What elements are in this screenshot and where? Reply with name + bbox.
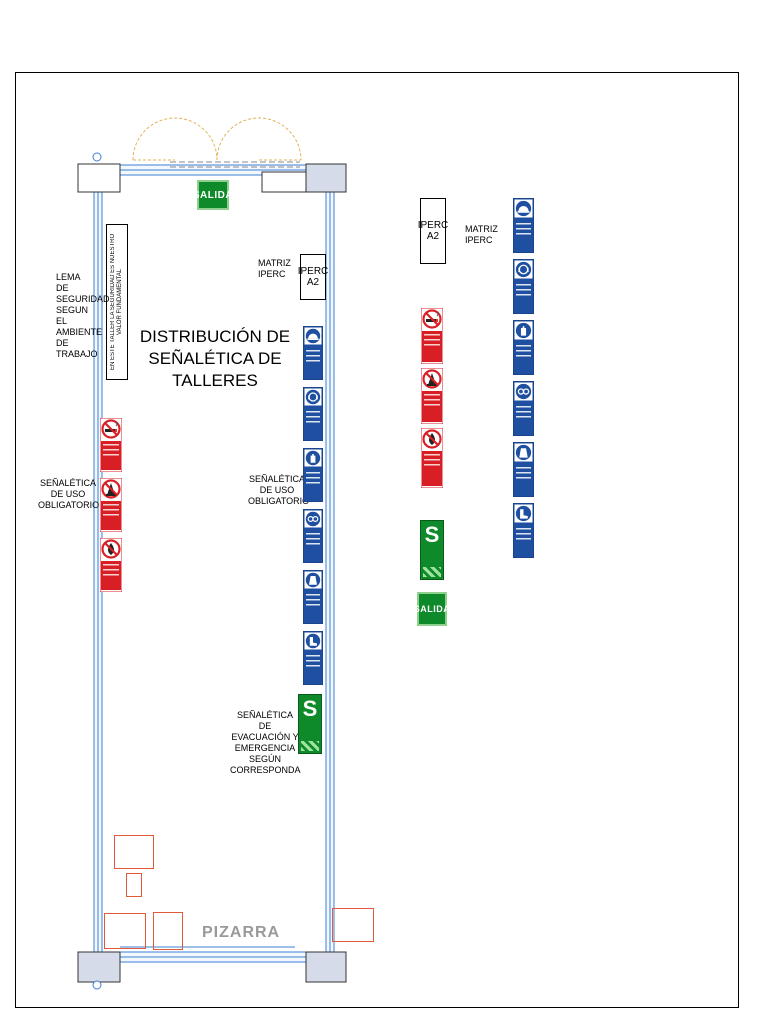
legend-ear-protection-sign: [513, 259, 534, 314]
furniture-outside: [332, 908, 374, 942]
corner-post-br: [305, 951, 347, 983]
legend-evac-letter: S: [424, 522, 440, 547]
no-flame-icon: [100, 538, 122, 592]
legend-no-fire-sign: [421, 368, 443, 424]
drawing-frame: [15, 72, 739, 1008]
legend-safety-boots-sign: [513, 503, 534, 558]
helmet-icon: [303, 326, 323, 380]
goggles-icon: [513, 381, 534, 436]
gloves-sign: [303, 448, 323, 502]
legend-no-flame-sign: [421, 428, 443, 488]
lema-banner: EN ESTE TALLER LA SEGURIDAD ES NUESTRO V…: [106, 224, 128, 380]
ear-protection-sign: [303, 387, 323, 441]
gloves-icon: [303, 448, 323, 502]
legend-mandatory-column: [513, 198, 534, 558]
page-title: DISTRIBUCIÓN DE SEÑALÉTICA DE TALLERES: [139, 327, 291, 390]
gloves-icon: [513, 320, 534, 375]
senaletica-right-label: SEÑALÉTICA DE USO OBLIGATORIO: [248, 474, 310, 506]
furniture-desk-1: [114, 835, 154, 869]
door-swings: [132, 117, 302, 161]
legend-evac-strip: [423, 567, 441, 577]
evac-strip: [301, 741, 319, 751]
matriz-legend-label: MATRIZ IPERC: [465, 224, 498, 245]
iperc-inner-board: IPERC A2: [298, 254, 328, 300]
no-smoking-icon: [100, 418, 122, 472]
helmet-icon: [513, 198, 534, 253]
no-fire-sign: [100, 478, 122, 532]
bottom-wall: [119, 946, 311, 963]
legend-evacuation-sign: S: [420, 520, 444, 580]
corner-post-bl: [77, 951, 121, 983]
furniture-chair: [126, 873, 142, 897]
legend-gloves-sign: [513, 320, 534, 375]
left-prohibition-column: [100, 418, 122, 592]
apron-icon: [303, 570, 323, 624]
evac-letter: S: [302, 696, 318, 721]
apron-icon: [513, 442, 534, 497]
pizarra-label: PIZARRA: [202, 924, 281, 941]
furniture-desk-3: [153, 912, 183, 950]
lema-label: LEMA DE SEGURIDAD SEGUN EL AMBIENTE DE T…: [56, 272, 110, 359]
salida-sign-top: SALIDA: [193, 180, 233, 210]
legend-apron-sign: [513, 442, 534, 497]
no-fire-icon: [100, 478, 122, 532]
safety-boots-sign: [303, 631, 323, 685]
ear-protection-icon: [303, 387, 323, 441]
no-smoking-icon: [421, 308, 443, 364]
ear-protection-icon: [513, 259, 534, 314]
right-wall: [325, 191, 335, 953]
helmet-sign: [303, 326, 323, 380]
right-mandatory-column: [303, 326, 323, 685]
no-smoking-sign: [100, 418, 122, 472]
legend-salida-sign: SALIDA: [414, 592, 450, 626]
evacuacion-label: SEÑALÉTICA DE EVACUACIÓN Y EMERGENCIA SE…: [230, 710, 301, 775]
legend-no-smoking-sign: [421, 308, 443, 364]
corner-post-tr: [305, 163, 347, 193]
lema-banner-text: EN ESTE TALLER LA SEGURIDAD ES NUESTRO V…: [110, 233, 123, 371]
goggles-icon: [303, 509, 323, 563]
iperc-legend-board: IPERC A2: [418, 198, 448, 264]
door-jamb-tr: [261, 171, 307, 193]
evacuation-sign-inner: S: [298, 694, 322, 754]
no-flame-sign: [100, 538, 122, 592]
no-flame-icon: [421, 428, 443, 488]
furniture-desk-2: [104, 913, 146, 949]
goggles-sign: [303, 509, 323, 563]
legend-goggles-sign: [513, 381, 534, 436]
safety-boots-icon: [303, 631, 323, 685]
legend-helmet-sign: [513, 198, 534, 253]
matriz-inner-label: MATRIZ IPERC: [258, 258, 291, 279]
senaletica-left-label: SEÑALÉTICA DE USO OBLIGATORIO: [38, 478, 100, 510]
safety-boots-icon: [513, 503, 534, 558]
legend-prohibition-column: [421, 308, 443, 488]
no-fire-icon: [421, 368, 443, 424]
apron-sign: [303, 570, 323, 624]
corner-post-tl: [77, 163, 121, 193]
